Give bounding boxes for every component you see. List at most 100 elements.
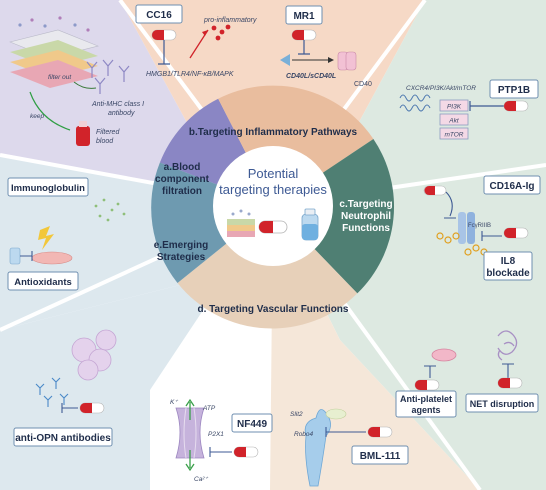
pi3k-box	[439, 99, 469, 112]
mr1-panel: MR1 CD40L/sCD40L CD40	[280, 5, 372, 88]
sector-c	[273, 139, 395, 294]
receptor-coil-icon	[399, 94, 431, 112]
opn-box	[13, 427, 113, 447]
sector-a-label-1: a.Blood	[164, 162, 201, 173]
cc16-title: CC16	[146, 10, 172, 21]
cc16-panel: CC16 pro-inflammatory HMGB1/TLR4/NF-κB/M…	[135, 4, 257, 78]
k-label: K⁺	[170, 399, 178, 406]
il8-label-1: IL8	[501, 256, 516, 267]
cd40l-ligand-icon	[280, 54, 290, 66]
nf449-panel: K⁺ ATP P2X1 Ca²⁺ NF449	[170, 398, 273, 483]
atp-label: ATP	[202, 405, 216, 412]
antiox-box	[7, 271, 79, 291]
filtered-label-2: blood	[96, 138, 114, 145]
ca-label: Ca²⁺	[194, 476, 208, 483]
sector-e-label-2: Strategies	[157, 252, 206, 263]
cc16-box	[135, 4, 183, 24]
sector-d	[177, 206, 358, 329]
capsule-icon	[258, 220, 288, 234]
bml-panel: Slit2 Robo4 BML-111	[290, 408, 409, 487]
cd16a-title: CD16A-Ig	[489, 181, 534, 192]
cell-cluster-icon	[71, 329, 117, 381]
opn-title: anti-OPN antibodies	[15, 433, 111, 444]
net-box	[465, 393, 539, 413]
p2x1-channel-icon	[175, 407, 205, 459]
filter-out-label: filter out	[48, 74, 72, 81]
il8-label-2: blockade	[486, 268, 530, 279]
net-label: NET disruption	[470, 399, 535, 409]
filtration-panel: filter out keep Anti-MHC class I antibod…	[9, 16, 144, 146]
filtered-label-1: Filtered	[96, 129, 120, 136]
ptp1b-panel: PTP1B CXCR4/PI3K/Akt/mTOR PI3K Akt mTOR	[399, 79, 539, 140]
akt-label: Akt	[448, 118, 460, 125]
opn-panel: anti-OPN antibodies	[13, 329, 117, 447]
vial-icon	[9, 247, 21, 265]
keep-arrow	[29, 91, 71, 131]
sector-d-label: d. Targeting Vascular Functions	[198, 304, 349, 315]
mr1-box	[285, 5, 323, 25]
cd16a-box	[483, 175, 541, 195]
keep-label: keep	[30, 113, 44, 120]
immuno-box	[7, 177, 89, 197]
anti-mhc-label-1: Anti-MHC class I	[91, 101, 144, 108]
immuno-title: Immunoglobulin	[11, 183, 85, 194]
opn-antibody-icons	[35, 377, 69, 407]
sector-c-label-3: Functions	[342, 223, 390, 234]
slit2-icon	[325, 408, 347, 420]
filter-layers-icon	[227, 209, 255, 237]
p2x1-label: P2X1	[208, 431, 224, 438]
mtor-box	[439, 127, 469, 140]
cell-icon	[31, 251, 73, 265]
pro-inflammatory-label: pro-inflammatory	[203, 17, 257, 24]
bottle-icon	[301, 208, 319, 241]
slit2-label: Slit2	[290, 411, 303, 418]
antiplatelet-label-1: Anti-platelet	[400, 394, 452, 404]
filter-out-arrow	[73, 81, 97, 89]
center-disc	[213, 146, 333, 266]
cd40-label: CD40	[354, 81, 372, 88]
akt-box	[439, 113, 469, 126]
ptp1b-title: PTP1B	[498, 85, 530, 96]
pi3k-label: PI3K	[447, 104, 462, 111]
sector-c-label-1: c.Targeting	[339, 199, 392, 210]
sector-a-label-3: filtration	[162, 186, 202, 197]
platelet-icon	[431, 348, 457, 362]
center-title-1: Potential	[248, 166, 299, 181]
mr1-title: MR1	[293, 11, 315, 22]
neutrophil-panel: CD16A-Ig FcγRIIIB IL8 blockade	[423, 175, 541, 281]
sector-a-label-2: component	[155, 174, 210, 185]
sector-c-label-2: Neutrophil	[341, 211, 391, 222]
sector-b-label: b.Targeting Inflammatory Pathways	[189, 127, 358, 138]
nf449-box	[231, 413, 273, 433]
robo4-label: Robo4	[294, 431, 314, 438]
ptp1b-box	[489, 79, 539, 99]
cd40l-label: CD40L/sCD40L	[286, 73, 336, 80]
lightning-icon	[38, 226, 54, 250]
anti-mhc-label-2: antibody	[108, 110, 135, 117]
bml-box	[351, 445, 409, 465]
antibody-icons	[86, 59, 130, 94]
sector-e	[151, 162, 273, 283]
cc16-inhibit	[158, 40, 170, 65]
il8-box	[483, 251, 533, 281]
immunoglobulin-dots-icon	[94, 198, 126, 222]
region-neutrophil	[273, 0, 546, 490]
il8-molecules-icon	[436, 232, 488, 256]
net-icon	[497, 330, 518, 361]
fcgr-label: FcγRIIIB	[468, 223, 491, 229]
sector-b	[218, 85, 374, 206]
nf449-title: NF449	[237, 419, 267, 430]
platelet-net-panel: Anti-platelet agents NET disruption	[395, 330, 539, 418]
center-title-2: targeting therapies	[219, 182, 327, 197]
fcgr-receptor-icon	[458, 212, 466, 244]
bml-title: BML-111	[360, 451, 401, 462]
sector-e-label-1: e.Emerging	[154, 240, 208, 251]
blood-bag-icon	[76, 126, 90, 146]
antiox-title: Antioxidants	[14, 277, 72, 288]
antiplatelet-label-2: agents	[411, 405, 440, 415]
mtor-label: mTOR	[444, 132, 463, 139]
ptp1b-pathway-label: CXCR4/PI3K/Akt/mTOR	[406, 85, 476, 92]
cc16-pathway-label: HMGB1/TLR4/NF-κB/MAPK	[146, 71, 234, 78]
